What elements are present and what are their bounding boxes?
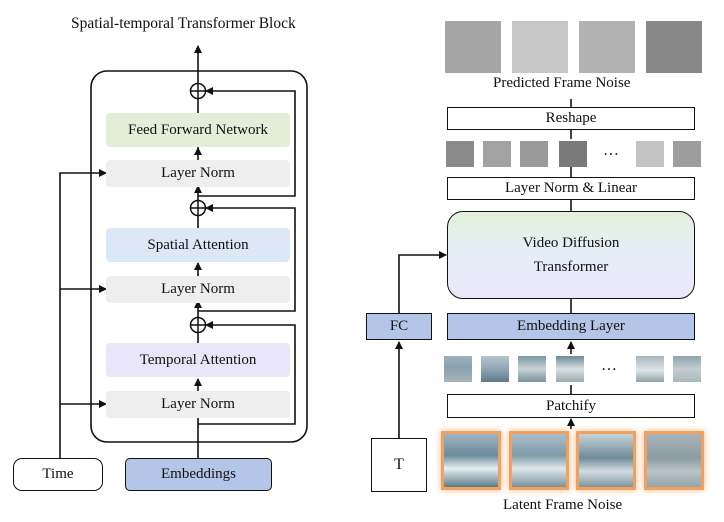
embeddings-input: Embeddings bbox=[125, 458, 272, 491]
transformer-block-frame bbox=[90, 70, 308, 443]
predicted-noise-frame bbox=[579, 21, 635, 73]
predicted-noise-frame bbox=[512, 21, 568, 73]
circle-plus-icon bbox=[189, 82, 207, 100]
layer-norm-bottom: Layer Norm bbox=[106, 391, 290, 418]
latent-frame-noise-label: Latent Frame Noise bbox=[503, 497, 623, 513]
layer-norm-linear-box: Layer Norm & Linear bbox=[447, 177, 695, 200]
layer-norm-top: Layer Norm bbox=[106, 160, 290, 187]
input-patch bbox=[481, 356, 509, 382]
reshape-box: Reshape bbox=[447, 107, 695, 130]
input-patch bbox=[556, 356, 584, 382]
output-patch bbox=[483, 141, 511, 167]
output-patch bbox=[636, 141, 664, 167]
latent-noise-frame bbox=[644, 431, 704, 490]
input-ellipsis: … bbox=[601, 357, 618, 374]
predicted-noise-frame bbox=[646, 21, 702, 73]
feed-forward-network: Feed Forward Network bbox=[106, 113, 290, 147]
latent-noise-frame bbox=[441, 431, 501, 490]
latent-noise-frame bbox=[576, 431, 636, 490]
vdt-title-line1: Video Diffusion bbox=[522, 235, 620, 251]
layer-norm-middle: Layer Norm bbox=[106, 276, 290, 303]
output-patch bbox=[520, 141, 548, 167]
patchify-box: Patchify bbox=[447, 394, 695, 418]
time-input: Time bbox=[13, 458, 103, 491]
predicted-noise-frame bbox=[445, 21, 501, 73]
video-diffusion-transformer: Video Diffusion Transformer bbox=[447, 211, 695, 299]
t-input: T bbox=[371, 438, 427, 492]
circle-plus-icon bbox=[189, 316, 207, 334]
spatial-attention: Spatial Attention bbox=[106, 228, 290, 262]
input-patch bbox=[518, 356, 546, 382]
output-patch bbox=[559, 141, 587, 167]
vdt-title-line2: Transformer bbox=[533, 259, 609, 275]
latent-noise-frame bbox=[509, 431, 569, 490]
input-patch bbox=[673, 356, 701, 382]
block-title: Spatial-temporal Transformer Block bbox=[71, 15, 296, 32]
circle-plus-icon bbox=[189, 199, 207, 217]
embedding-layer-box: Embedding Layer bbox=[447, 313, 695, 340]
output-ellipsis: … bbox=[603, 142, 620, 159]
temporal-attention: Temporal Attention bbox=[106, 343, 290, 377]
predicted-frame-noise-label: Predicted Frame Noise bbox=[493, 75, 631, 91]
output-patch bbox=[673, 141, 701, 167]
input-patch bbox=[636, 356, 664, 382]
input-patch bbox=[444, 356, 472, 382]
output-patch bbox=[446, 141, 474, 167]
fc-box: FC bbox=[366, 313, 432, 340]
